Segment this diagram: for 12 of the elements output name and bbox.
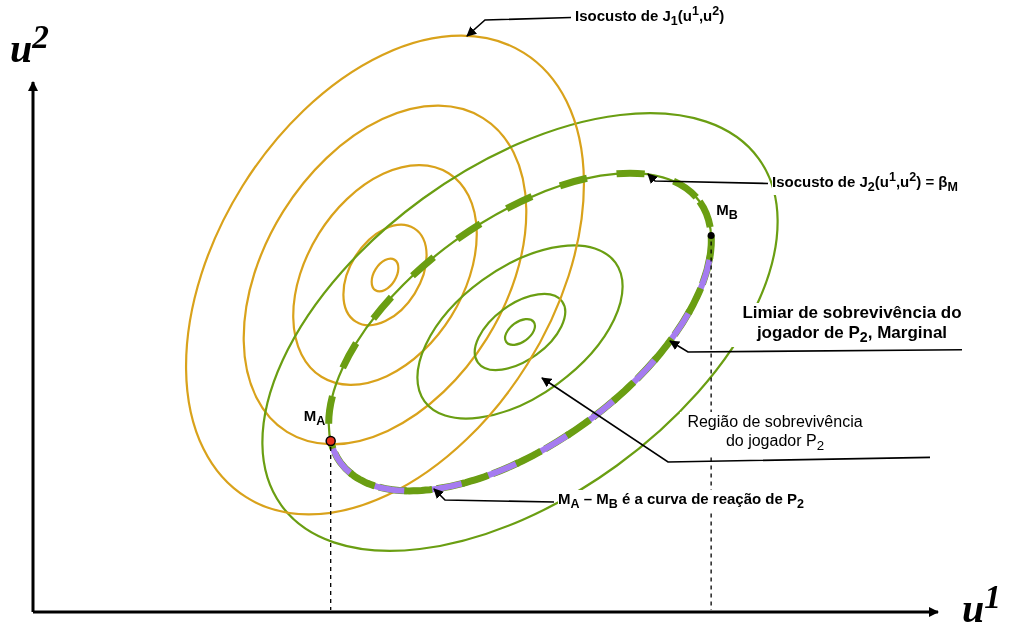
annotation-label: Isocusto de J$_{2}$(u$^{1}$,u$^{2}$) = β$_{M}$ <box>772 170 958 195</box>
axis-label: u$^{1}$ <box>962 580 1001 630</box>
annotation-label: M$_{A}$ – M$_{B}$ é a curva de reação de P$_{2}$ <box>558 490 804 512</box>
isocost-ellipse <box>185 34 585 516</box>
leader-arrow <box>669 340 963 353</box>
leader-arrow <box>433 488 555 503</box>
point-label: M$_{B}$ <box>716 201 738 224</box>
leader-arrow <box>466 16 572 37</box>
axis-label: u$^{2}$ <box>10 20 49 70</box>
leader-arrow <box>541 377 931 463</box>
leader-arrow <box>647 173 769 185</box>
point-label: M$_{A}$ <box>303 407 326 429</box>
